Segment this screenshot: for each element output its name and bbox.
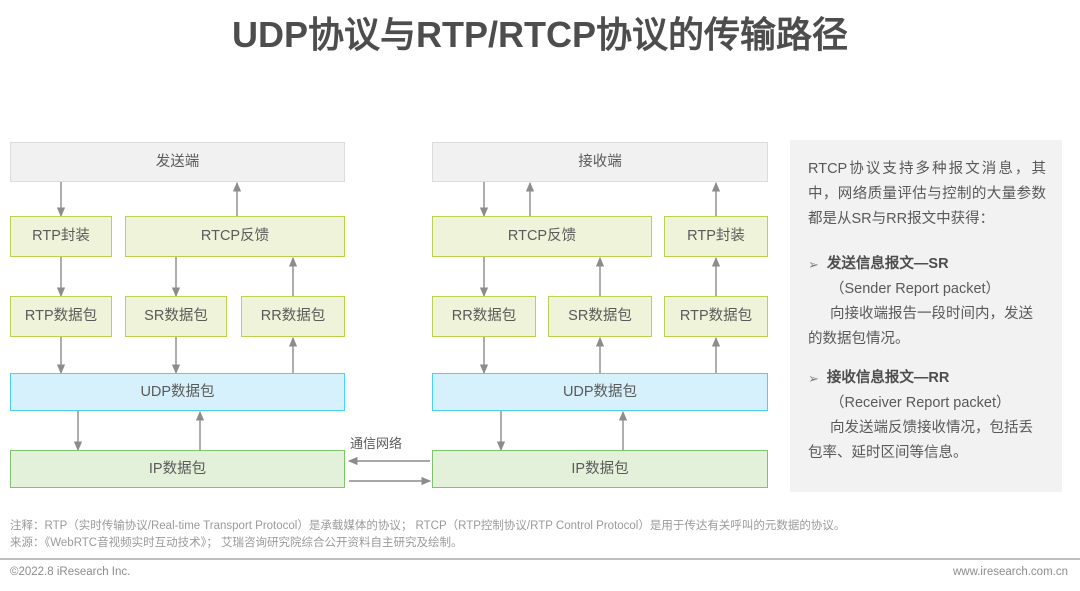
footer-copyright: ©2022.8 iResearch Inc. — [10, 566, 131, 578]
sender-udp-packet: UDP数据包 — [10, 373, 345, 411]
receiver-sr-packet-label: SR数据包 — [568, 308, 632, 325]
footnotes: 注释：RTP（实时传输协议/Real-time Transport Protoc… — [10, 518, 1072, 552]
receiver-rtcp-feedback: RTCP反馈 — [432, 216, 652, 257]
sender-rtp-packet: RTP数据包 — [10, 296, 112, 337]
bullet-receiver-report-body: 向发送端反馈接收情况，包括丢包率、延时区间等信息。 — [808, 420, 1033, 461]
receiver-udp-packet: UDP数据包 — [432, 373, 768, 411]
receiver-rtcp-feedback-label: RTCP反馈 — [507, 228, 577, 245]
sender-rtcp-feedback-label: RTCP反馈 — [200, 228, 270, 245]
sender-header-label: 发送端 — [155, 153, 200, 170]
bullet-receiver-report-title: 接收信息报文—RR — [826, 370, 950, 386]
page-footer: ©2022.8 iResearch Inc. www.iresearch.com… — [0, 566, 1080, 591]
receiver-rr-packet-label: RR数据包 — [451, 308, 517, 325]
footnote-source: 来源：《WebRTC音视频实时互动技术》； 艾瑞咨询研究院综合公开资料自主研究及… — [10, 537, 463, 549]
receiver-rtp-encapsulation: RTP封装 — [664, 216, 768, 257]
network-label: 通信网络 — [350, 436, 403, 451]
receiver-ip-packet: IP数据包 — [432, 450, 768, 488]
receiver-rr-packet: RR数据包 — [432, 296, 536, 337]
receiver-sr-packet: SR数据包 — [548, 296, 652, 337]
sender-rr-packet: RR数据包 — [241, 296, 345, 337]
sender-rtp-encapsulation-label: RTP封装 — [32, 228, 90, 245]
bullet-receiver-report: ➢ 接收信息报文—RR （Receiver Report packet） 向发送… — [808, 366, 1046, 466]
sender-rtp-packet-label: RTP数据包 — [24, 308, 98, 325]
footer-divider — [0, 558, 1080, 560]
sender-udp-packet-label: UDP数据包 — [140, 383, 215, 400]
sender-rr-packet-label: RR数据包 — [260, 308, 326, 325]
receiver-header: 接收端 — [432, 142, 768, 182]
sender-ip-packet: IP数据包 — [10, 450, 345, 488]
sender-sr-packet: SR数据包 — [125, 296, 227, 337]
bullet-sender-report-body: 向接收端报告一段时间内，发送的数据包情况。 — [808, 306, 1033, 347]
bullet-sender-report-head: ➢ 发送信息报文—SR — [808, 252, 1046, 277]
bullet-receiver-report-subtitle: （Receiver Report packet） — [830, 395, 1011, 411]
receiver-rtp-packet-label: RTP数据包 — [679, 308, 753, 325]
arrow-bullet-icon: ➢ — [808, 371, 819, 386]
arrow-bullet-icon: ➢ — [808, 257, 819, 272]
sender-rtp-encapsulation: RTP封装 — [10, 216, 112, 257]
sender-ip-packet-label: IP数据包 — [148, 460, 207, 477]
footer-website: www.iresearch.com.cn — [952, 566, 1068, 578]
receiver-rtp-packet: RTP数据包 — [664, 296, 768, 337]
receiver-header-label: 接收端 — [578, 153, 622, 170]
page-title: UDP协议与RTP/RTCP协议的传输路径 — [231, 14, 848, 55]
bullet-sender-report-title: 发送信息报文—SR — [826, 256, 949, 272]
rtcp-info-panel: RTCP协议支持多种报文消息，其中，网络质量评估与控制的大量参数都是从SR与RR… — [790, 140, 1062, 492]
footnote-definition: 注释：RTP（实时传输协议/Real-time Transport Protoc… — [10, 520, 846, 532]
sender-rtcp-feedback: RTCP反馈 — [125, 216, 345, 257]
bullet-sender-report: ➢ 发送信息报文—SR （Sender Report packet） 向接收端报… — [808, 252, 1046, 352]
bullet-sender-report-subtitle: （Sender Report packet） — [830, 281, 1001, 297]
sender-header: 发送端 — [10, 142, 345, 182]
receiver-udp-packet-label: UDP数据包 — [562, 383, 638, 400]
receiver-ip-packet-label: IP数据包 — [571, 460, 629, 477]
info-intro-paragraph: RTCP协议支持多种报文消息，其中，网络质量评估与控制的大量参数都是从SR与RR… — [808, 161, 1046, 227]
receiver-rtp-encapsulation-label: RTP封装 — [687, 228, 745, 245]
sender-sr-packet-label: SR数据包 — [144, 308, 208, 325]
bullet-receiver-report-head: ➢ 接收信息报文—RR — [808, 366, 1046, 391]
